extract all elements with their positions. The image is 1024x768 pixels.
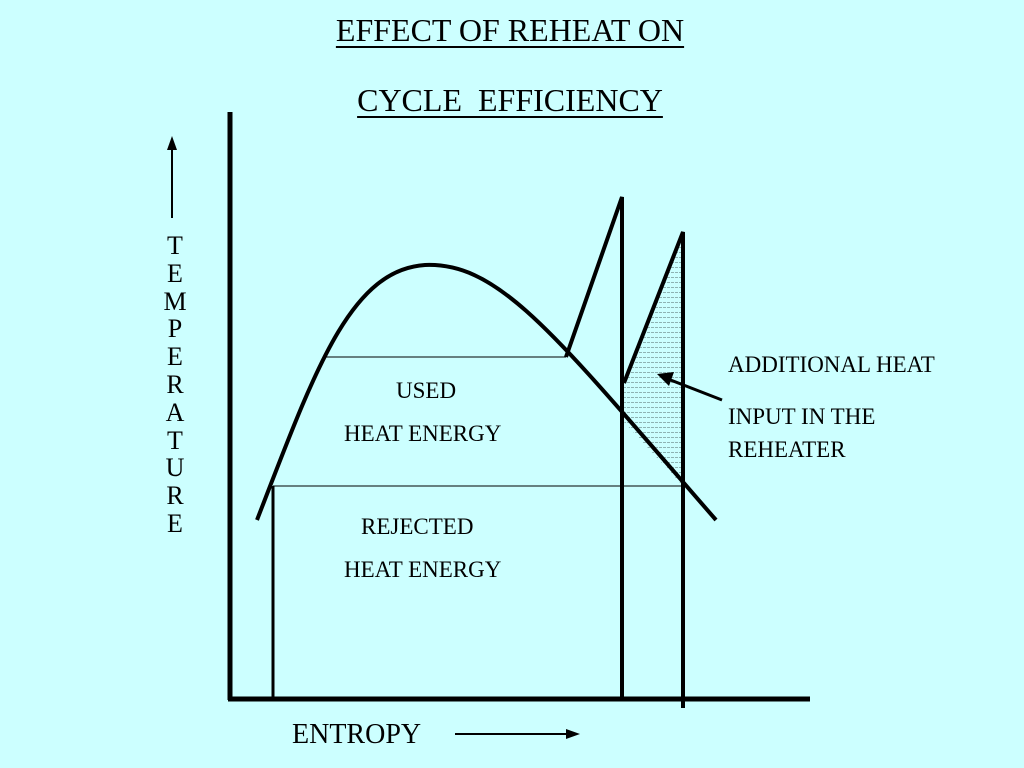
saturation-dome [255, 262, 718, 522]
annotation-line-3: REHEATER [728, 437, 846, 462]
y-axis-arrow [167, 136, 177, 218]
rejected-heat-label-line-2: HEAT ENERGY [344, 557, 502, 582]
x-axis-label: ENTROPY [292, 719, 422, 750]
annotation-arrow [657, 372, 723, 402]
y-axis-label-letter: E [167, 342, 183, 372]
y-axis-label-letter: M [163, 286, 187, 316]
reheat-heat-area [624, 232, 683, 486]
y-axis-label-letter: R [166, 481, 184, 511]
rejected-heat-label-line-1: REJECTED [361, 514, 474, 539]
title-line-2: CYCLE EFFICIENCY [357, 82, 663, 118]
annotation-line-2: INPUT IN THE [728, 404, 876, 429]
y-axis-label-letter: E [167, 258, 183, 288]
y-axis-label-letter: U [165, 453, 185, 483]
used-heat-label-line-1: USED [396, 378, 457, 403]
y-axis-label-letter: A [165, 397, 185, 427]
y-axis-label-letter: T [167, 425, 183, 455]
superheat-expansion-line [564, 196, 624, 698]
reheat-expansion-line [622, 231, 685, 708]
x-axis-arrow [455, 729, 580, 739]
y-axis-label-letter: R [166, 369, 184, 399]
annotation-line-1: ADDITIONAL HEAT [728, 352, 935, 377]
y-axis-label-letter: P [167, 314, 183, 344]
y-axis-label-letter: T [167, 231, 183, 260]
y-axis-label-letter: E [167, 508, 183, 538]
used-heat-label-line-2: HEAT ENERGY [344, 421, 502, 446]
title-line-1: EFFECT OF REHEAT ON [335, 12, 685, 48]
